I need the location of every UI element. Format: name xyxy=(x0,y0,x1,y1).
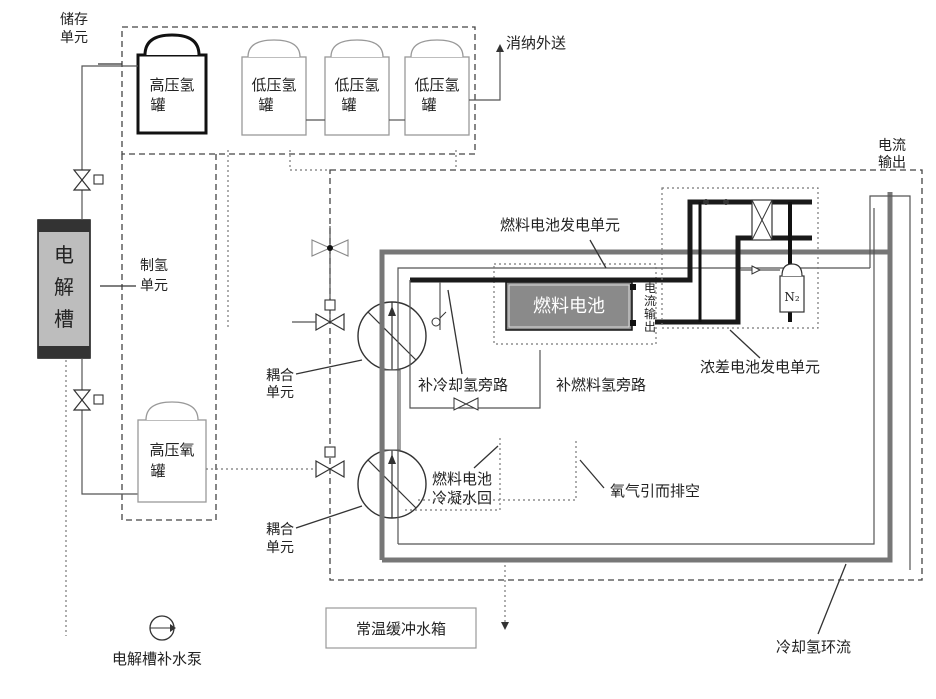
concentration-cell: N₂ xyxy=(700,199,804,322)
lp-h2-tank-3-label-1: 低压氢 xyxy=(414,76,459,94)
current-output-v-3: 输 xyxy=(644,306,656,321)
lp-h2-tank-3: 低压氢 罐 xyxy=(405,40,469,135)
lp-h2-tank-3-label-2: 罐 xyxy=(421,96,436,114)
cooling-circulation-label: 冷却氢环流 xyxy=(776,638,851,656)
export-arrow xyxy=(496,44,504,52)
coupling-unit-2-label-2: 单元 xyxy=(266,540,294,556)
coupling-unit-1-label-2: 单元 xyxy=(266,385,294,401)
o2-exhaust-label: 氧气引而排空 xyxy=(610,482,700,500)
fc-condensate-label-1: 燃料电池 xyxy=(432,470,492,488)
valve-o2 xyxy=(74,390,103,410)
coupling-unit-1-pointer xyxy=(296,360,362,374)
hp-h2-tank-label-1: 高压氢 xyxy=(149,76,194,94)
o2-feed-pipe xyxy=(82,358,138,494)
hp-o2-tank: 高压氧 罐 xyxy=(138,402,206,502)
fuel-cell-label: 燃料电池 xyxy=(533,296,605,317)
lp-h2-tank-1: 低压氢 罐 xyxy=(242,40,306,135)
makeup-pump xyxy=(150,616,176,640)
electrolyzer-label-3: 槽 xyxy=(54,307,74,331)
coupling-unit-1-label-1: 耦合 xyxy=(266,368,294,384)
storage-unit-label-1: 储存 xyxy=(60,12,88,28)
hydrogen-unit-label-1: 制氢 xyxy=(140,258,168,274)
cooling-circulation-pointer xyxy=(818,564,846,634)
buffer-tank-arrow xyxy=(501,622,509,630)
concentration-cell-label: 浓差电池发电单元 xyxy=(700,358,820,376)
electrolyzer-label-2: 解 xyxy=(54,275,74,299)
fc-power-unit-label: 燃料电池发电单元 xyxy=(500,216,620,234)
makeup-pump-label: 电解槽补水泵 xyxy=(112,650,202,668)
hp-h2-tank: 高压氢 罐 xyxy=(138,35,206,133)
valve-h2 xyxy=(74,170,103,190)
lp-h2-tank-2-label-1: 低压氢 xyxy=(334,76,379,94)
lp-h2-tank-2-label-2: 罐 xyxy=(341,96,356,114)
hydrogen-unit-label-2: 单元 xyxy=(140,278,168,294)
lp-h2-tank-1-label-2: 罐 xyxy=(258,96,273,114)
hp-o2-tank-label-2: 罐 xyxy=(150,462,165,480)
coupling-unit-2-label-1: 耦合 xyxy=(266,522,294,538)
lp-h2-tank-2: 低压氢 罐 xyxy=(325,40,389,135)
buffer-tank-label: 常温缓冲水箱 xyxy=(356,620,446,638)
current-output-label-1: 电流 xyxy=(878,138,906,154)
o2-exhaust-pointer xyxy=(580,460,604,488)
fc-condensate-label-2: 冷凝水回 xyxy=(432,489,492,507)
fuel-cell: 燃料电池 xyxy=(506,282,636,330)
h2-feed-pipe xyxy=(82,66,138,220)
condensate-pointer xyxy=(474,446,498,468)
hp-h2-tank-label-2: 罐 xyxy=(150,96,165,114)
h2-supply-top xyxy=(290,150,330,170)
cooling-bypass-label: 补冷却氢旁路 xyxy=(418,376,508,394)
fuel-bypass-label: 补燃料氢旁路 xyxy=(556,376,646,394)
system-region xyxy=(330,170,922,580)
coupling-unit-2 xyxy=(358,450,426,518)
bypass-valve-small xyxy=(432,312,446,326)
cooling-bypass-pointer xyxy=(448,290,462,374)
storage-unit-label-2: 单元 xyxy=(60,30,88,46)
coupling-unit-2-pointer xyxy=(296,506,362,528)
concentration-cell-pointer xyxy=(730,330,760,358)
export-line xyxy=(469,48,500,100)
current-output-v-4: 出 xyxy=(644,320,656,334)
current-output-v-2: 流 xyxy=(644,294,656,308)
coupling-unit-1 xyxy=(358,302,426,370)
electrolyzer-label-1: 电 xyxy=(54,243,74,267)
electrolyzer: 电 解 槽 xyxy=(38,220,90,358)
n2-label: N₂ xyxy=(784,290,800,304)
current-output-label-2: 输出 xyxy=(878,155,906,171)
current-output-v-1: 电 xyxy=(644,281,656,295)
hp-o2-tank-label-1: 高压氧 xyxy=(149,441,194,459)
lp-h2-tank-1-label-1: 低压氢 xyxy=(251,76,296,94)
export-label: 消纳外送 xyxy=(506,34,566,52)
